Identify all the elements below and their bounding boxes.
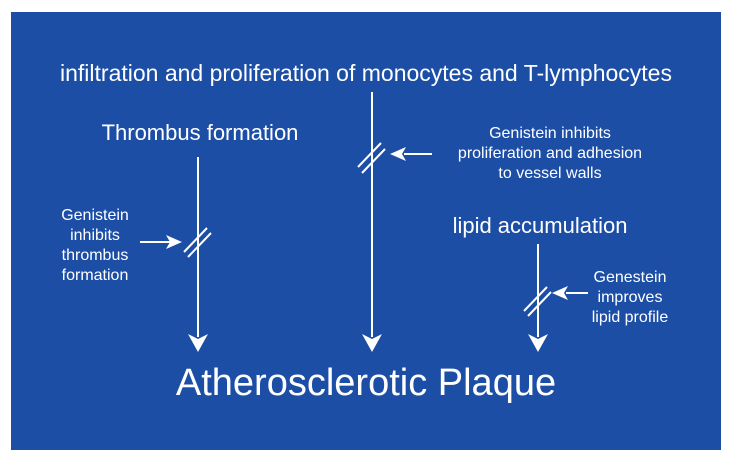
lipid-block-mark [523,286,552,317]
proliferation-inhibition-note: Genistein inhibits proliferation and adh… [457,125,643,182]
lipid-cause-label: lipid accumulation [452,213,628,238]
thrombus-cause-label: Thrombus formation [101,120,299,145]
thrombus-inhibition-note: Genistein inhibits thrombus formation [61,207,129,284]
proliferation-note-pointer [390,147,432,161]
thrombus-block-mark [183,227,212,258]
lipid-note-pointer [552,286,588,300]
monocytes-block-mark [357,142,386,174]
monocytes-cause-label: infiltration and proliferation of monocy… [60,60,672,86]
lipid-arrow [528,244,548,352]
thrombus-note-pointer [140,235,182,249]
lipid-improvement-note: Genestein improves lipid profile [591,269,669,326]
monocytes-arrow [362,92,382,352]
outcome-label: Atherosclerotic Plaque [175,362,557,404]
diagram-panel [11,12,721,450]
